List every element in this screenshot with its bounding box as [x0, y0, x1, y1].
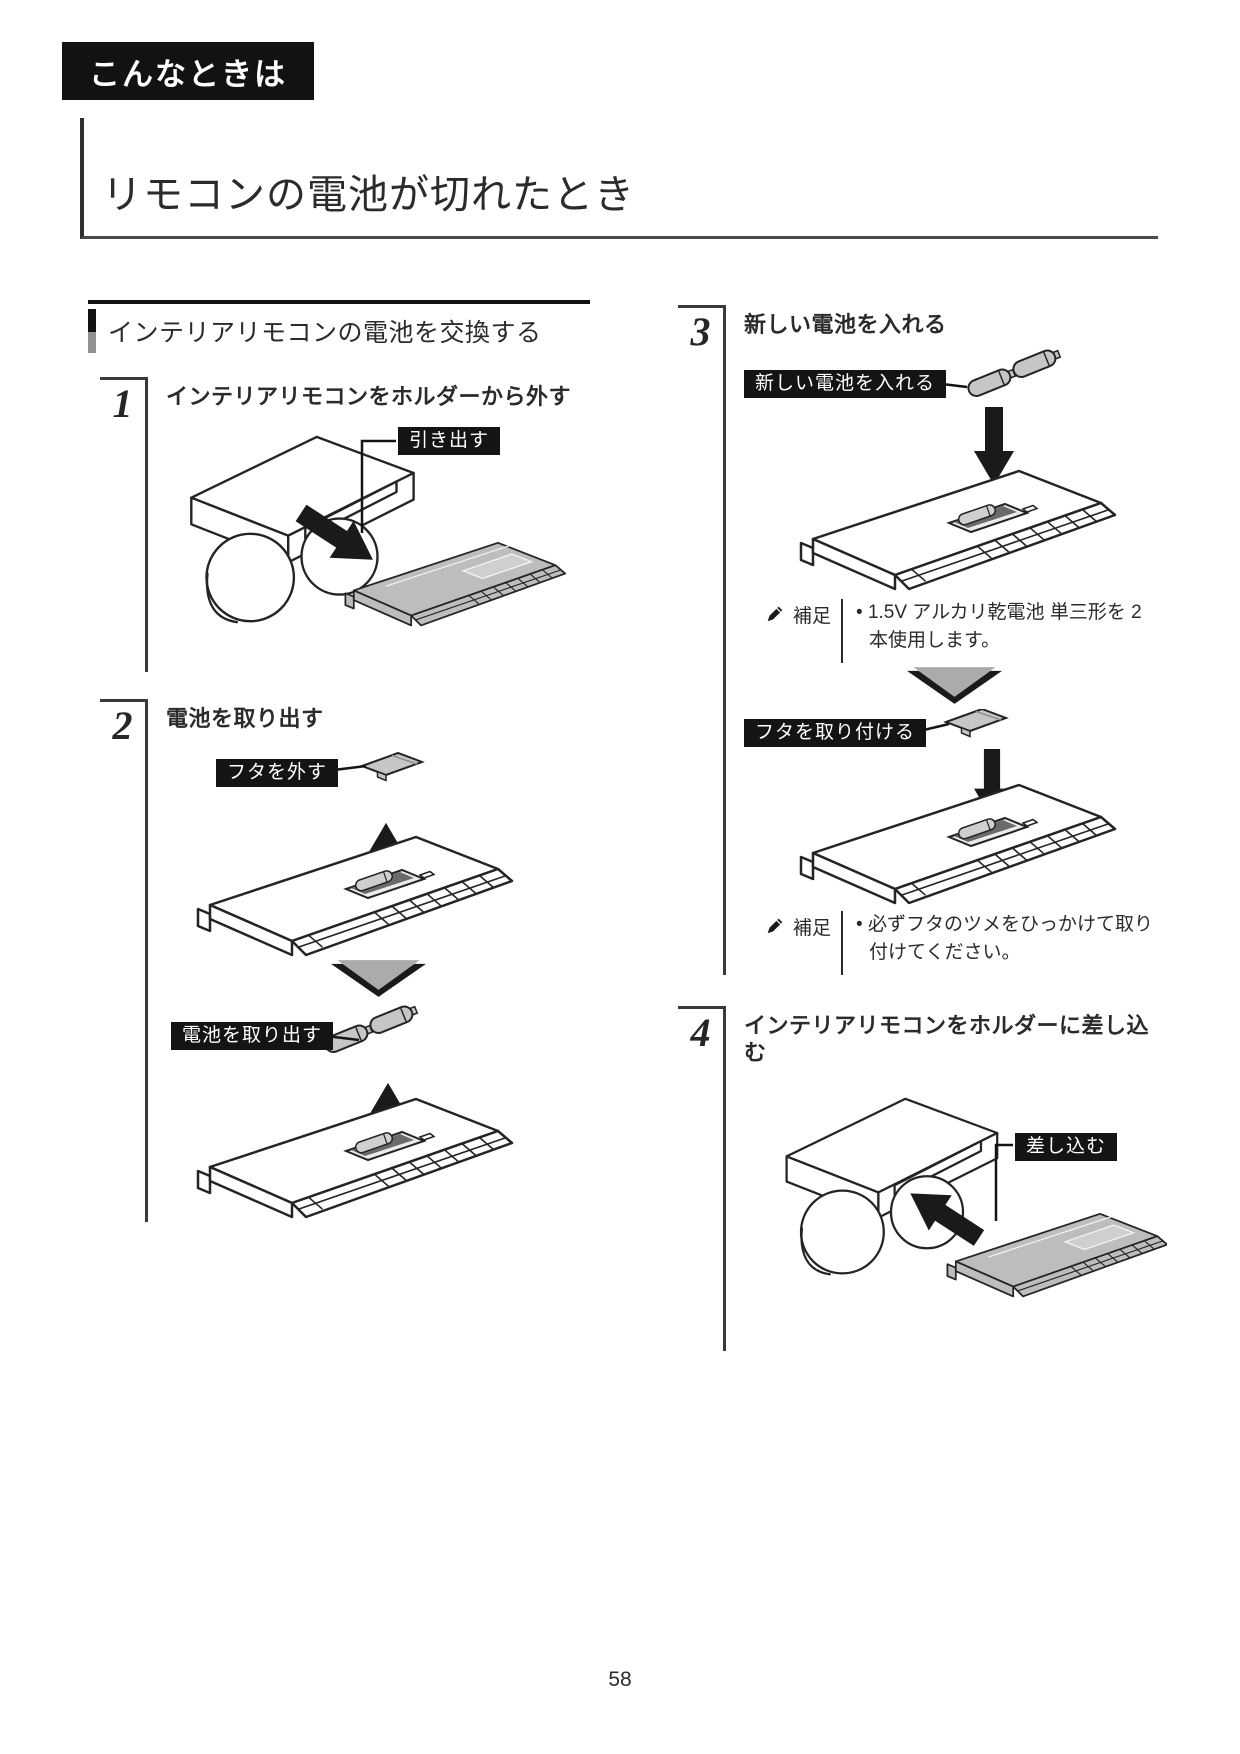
- section-heading-bar: [88, 309, 96, 353]
- step-2-cover-illustration: フタを外す: [166, 745, 590, 960]
- transition-chevron: [166, 959, 590, 1000]
- step-1-title: インテリアリモコンをホルダーから外す: [166, 384, 572, 409]
- left-column: インテリアリモコンの電池を交換する 1 インテリアリモコンをホルダーから外す: [88, 300, 590, 1222]
- step-2-number: 2: [100, 699, 145, 1222]
- step-1: 1 インテリアリモコンをホルダーから外す 引き出す: [100, 377, 590, 672]
- battery-drawing: [965, 363, 1018, 399]
- callout-insert-battery: 新しい電池を入れる: [744, 369, 947, 399]
- note-cover-caution: 補足 • 必ずフタのツメをひっかけて取り付けてください。: [764, 910, 1164, 975]
- note-text: • 1.5V アルカリ乾電池 単三形を 2 本使用します。: [856, 601, 1142, 652]
- holder-insert-drawing: [785, 1097, 1167, 1297]
- right-column: 3 新しい電池を入れる 新しい電池を入れる: [678, 305, 1167, 1351]
- step-2-title: 電池を取り出す: [166, 706, 324, 731]
- note-divider: [841, 910, 844, 975]
- section-badge: こんなときは: [62, 42, 314, 100]
- step-3-title: 新しい電池を入れる: [744, 312, 947, 337]
- section-heading-text: インテリアリモコンの電池を交換する: [108, 319, 542, 347]
- page-number: 58: [608, 1668, 632, 1691]
- callout-attach-cover: フタを取り付ける: [744, 718, 927, 748]
- step-1-number: 1: [100, 377, 145, 672]
- chevron-down-icon: [330, 959, 426, 997]
- step-4-illustration: 差し込む: [744, 1083, 1167, 1351]
- step-4-title: インテリアリモコンをホルダーに差し込む: [744, 1012, 1150, 1066]
- battery-drawing: [1010, 348, 1063, 380]
- callout-leader-line: [360, 439, 396, 533]
- note-battery-spec: 補足 • 1.5V アルカリ乾電池 単三形を 2 本使用します。: [764, 598, 1164, 663]
- section-heading: インテリアリモコンの電池を交換する: [88, 300, 590, 353]
- step-1-illustration: 引き出す: [166, 425, 590, 665]
- pencil-icon: [767, 918, 783, 933]
- page-title: リモコンの電池が切れたとき: [102, 173, 635, 217]
- badge-label: こんなときは: [89, 56, 287, 92]
- note-text: • 必ずフタのツメをひっかけて取り付けてください。: [856, 913, 1153, 964]
- remote-drawing: [196, 835, 514, 956]
- transition-chevron: [744, 663, 1164, 709]
- pencil-icon: [767, 606, 783, 621]
- step-3: 3 新しい電池を入れる 新しい電池を入れる: [678, 305, 1164, 975]
- battery-cover-drawing: [945, 708, 1007, 737]
- callout-leader-line: [994, 1143, 1013, 1221]
- holder-remove-drawing: [190, 435, 567, 626]
- step-3-cover-illustration: フタを取り付ける: [744, 708, 1164, 905]
- step-4-number: 4: [678, 1005, 723, 1351]
- battery-cover-drawing: [361, 751, 423, 781]
- battery-drawing: [367, 1004, 420, 1036]
- remote-drawing: [946, 1212, 1167, 1297]
- step-4: 4 インテリアリモコンをホルダーに差し込む 差し込む: [678, 1005, 1167, 1351]
- callout-remove-cover: フタを外す: [216, 758, 339, 788]
- step-3-battery-illustration: 新しい電池を入れる: [744, 348, 1164, 599]
- note-divider: [841, 598, 844, 663]
- remote-drawing: [799, 469, 1117, 590]
- step-2: 2 電池を取り出す フタを外す: [100, 699, 590, 1222]
- chevron-down-icon: [906, 667, 1002, 704]
- title-block: リモコンの電池が切れたとき: [80, 118, 1158, 239]
- down-arrow-icon: [974, 406, 1014, 485]
- remote-drawing: [799, 783, 1117, 904]
- note-label: 補足: [793, 605, 832, 627]
- step-2-battery-illustration: 電池を取り出す: [166, 1004, 590, 1220]
- step-3-number: 3: [678, 305, 723, 975]
- callout-insert: 差し込む: [1015, 1132, 1118, 1162]
- note-label: 補足: [793, 917, 832, 939]
- remote-drawing: [196, 1097, 514, 1218]
- paper-holder-drawing: [785, 1097, 999, 1275]
- callout-pull-out: 引き出す: [398, 426, 501, 456]
- callout-remove-battery: 電池を取り出す: [171, 1021, 334, 1051]
